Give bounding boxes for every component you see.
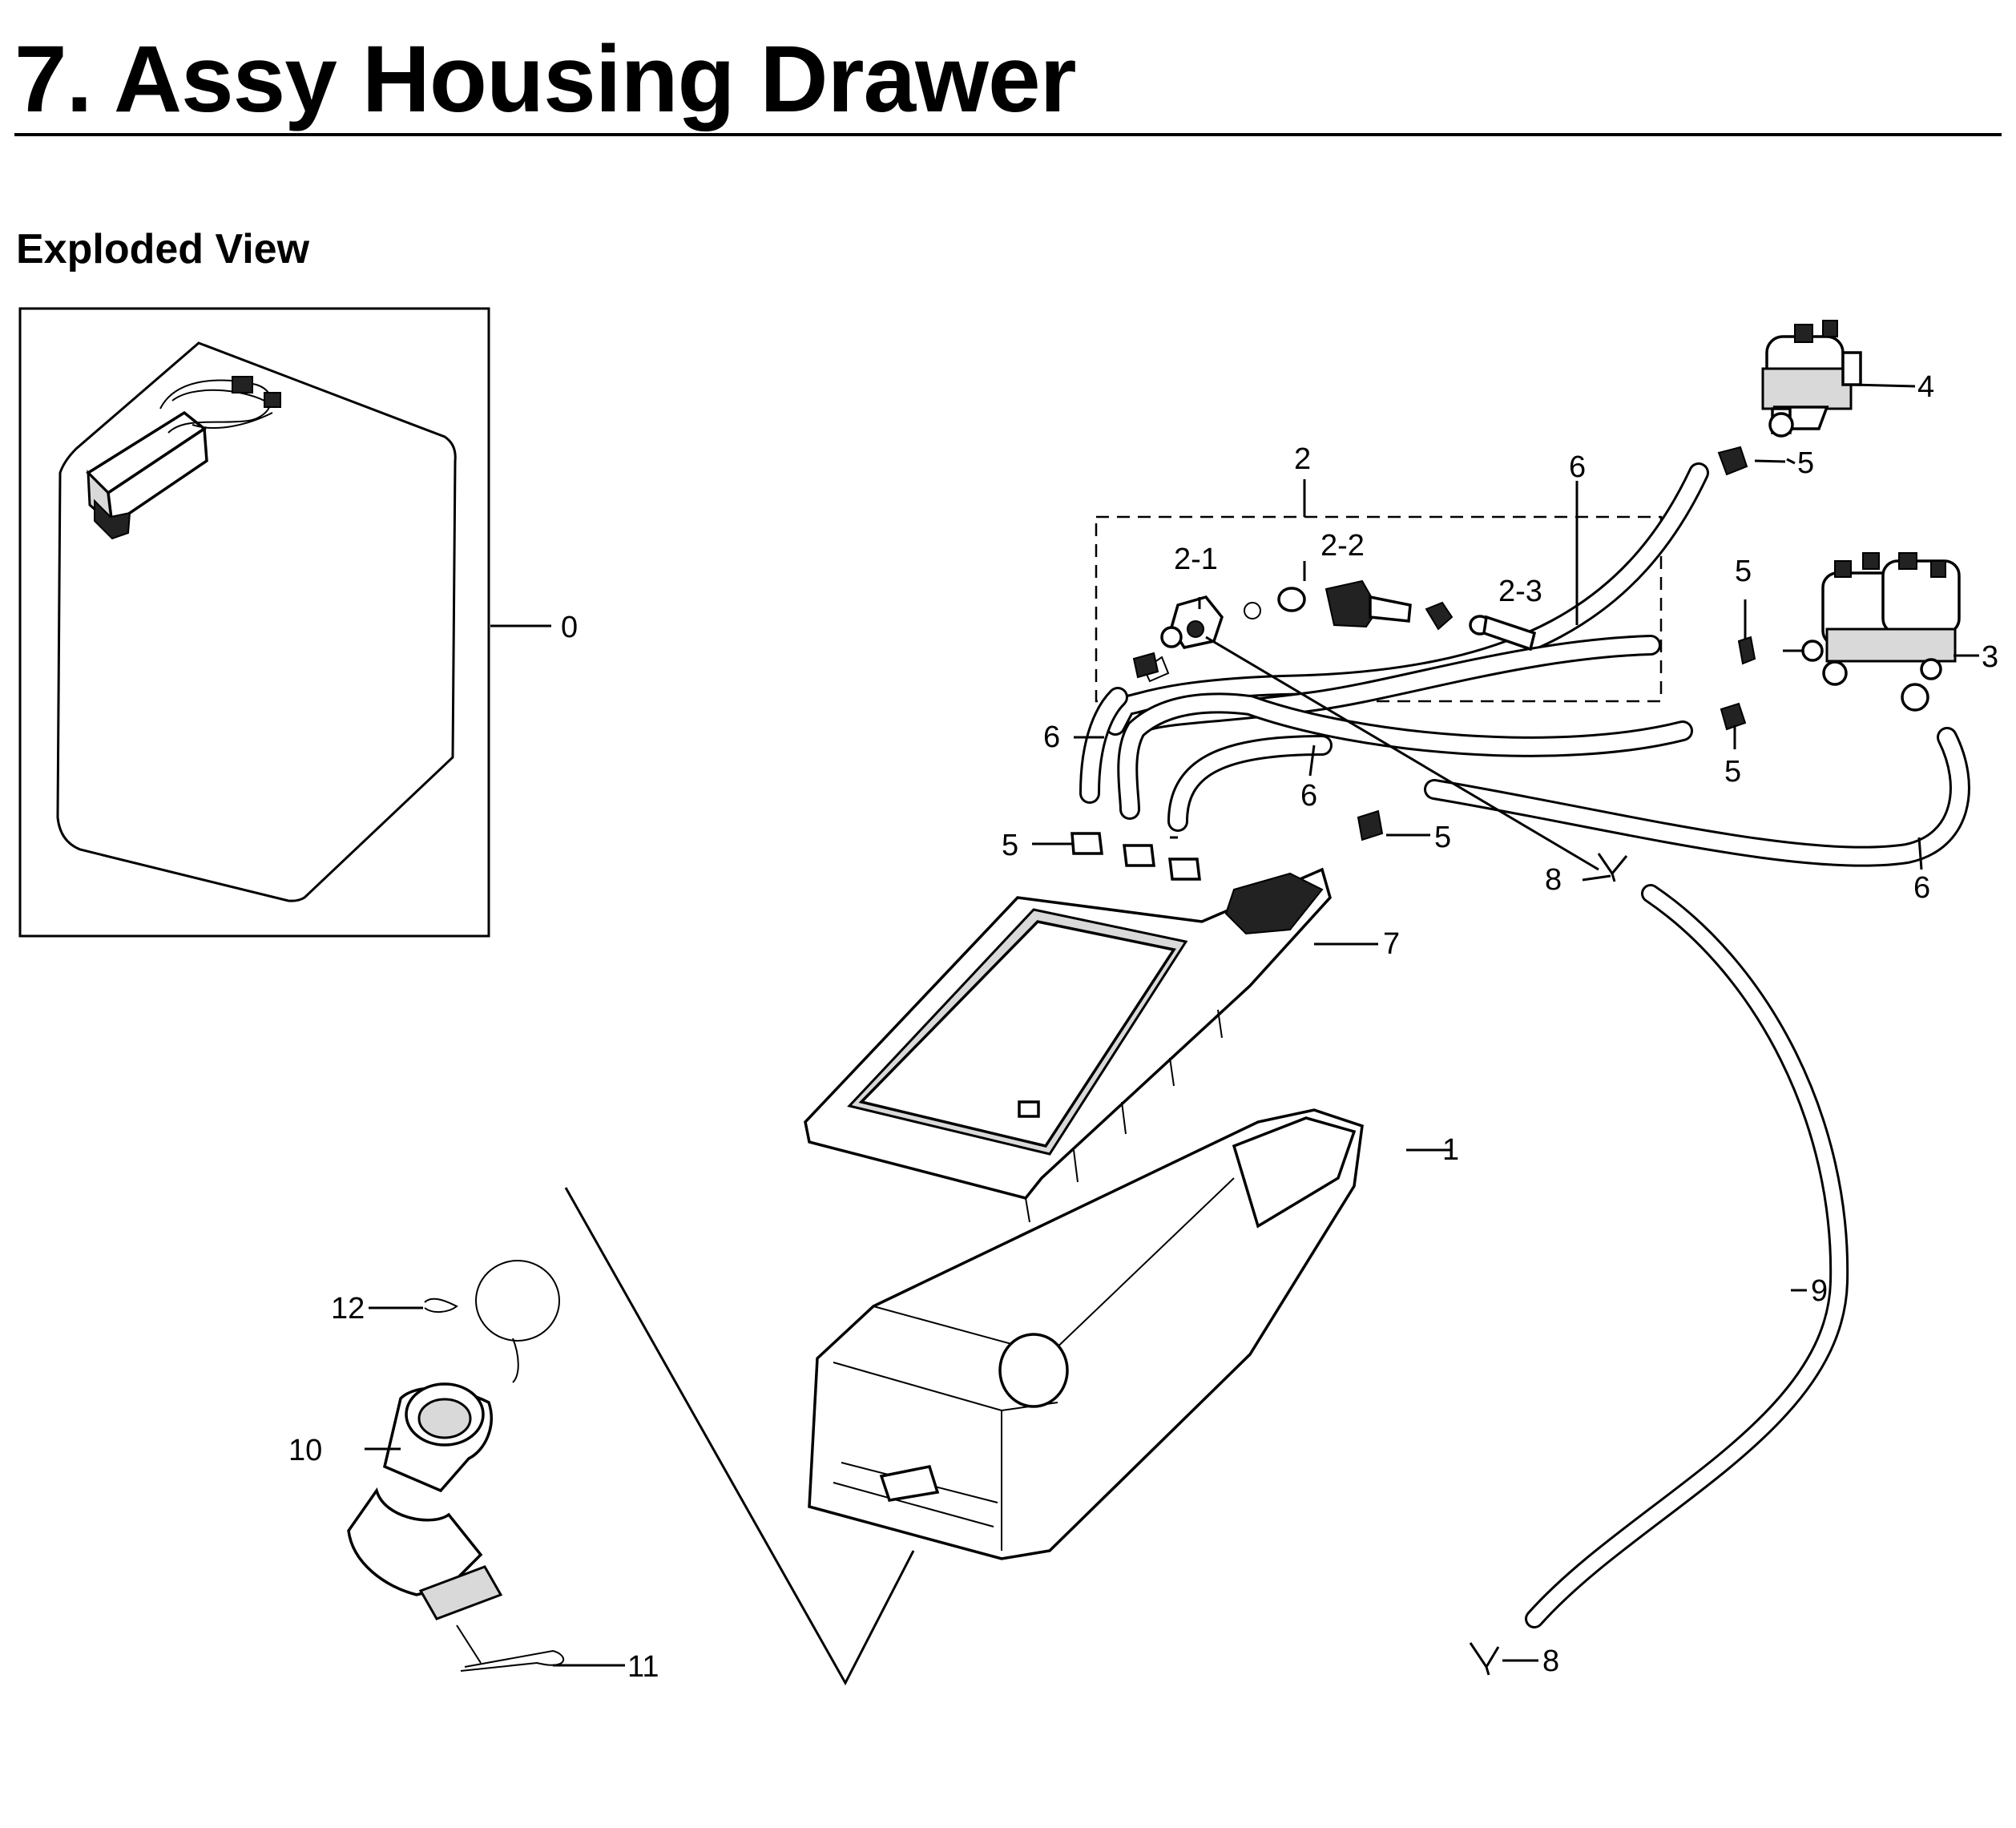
- page-title: 7. Assy Housing Drawer: [14, 26, 1077, 132]
- callout-10: 10: [288, 1434, 322, 1467]
- callout-5-left: 5: [1002, 829, 1018, 862]
- callout-2: 2: [1294, 442, 1311, 476]
- callout-8-top: 8: [1545, 863, 1562, 897]
- subassembly-2-parts: [1132, 579, 1537, 683]
- duct-parts: [347, 1260, 565, 1672]
- callout-5-valve-low: 5: [1724, 755, 1741, 789]
- long-hose-9: [1525, 884, 1849, 1628]
- hoses: [1079, 462, 1970, 867]
- hose-clamps: [1070, 446, 1929, 881]
- callout-5-right: 5: [1434, 821, 1451, 854]
- callout-5-valve-mid: 5: [1735, 555, 1752, 588]
- callout-2-3: 2-3: [1498, 575, 1542, 608]
- callout-6-top: 6: [1569, 450, 1586, 484]
- callout-8-bottom: 8: [1542, 1644, 1559, 1678]
- callout-2-1: 2-1: [1174, 543, 1218, 576]
- callout-1: 1: [1442, 1133, 1459, 1167]
- drawer-pointer-lines: [564, 1187, 915, 1686]
- assembly-drawer-thumbnail: [86, 376, 281, 540]
- callout-6-left: 6: [1043, 720, 1060, 754]
- callout-5-valve-top: 5: [1797, 446, 1814, 480]
- callout-6-right: 6: [1913, 871, 1930, 905]
- callout-0: 0: [561, 611, 578, 644]
- housing-cover: [804, 867, 1332, 1223]
- callout-labels: 0 1 2 2-1 2-2 2-3 3 4 5 5 5 5 5 6 6 6 6 …: [288, 370, 1998, 1684]
- water-valve-double: [1783, 552, 1979, 686]
- drawer-housing: [808, 1108, 1364, 1560]
- subassembly-2-boundary: [1095, 515, 1663, 703]
- section-subtitle: Exploded View: [16, 226, 310, 272]
- callout-12: 12: [331, 1292, 365, 1326]
- callout-leaders: [365, 458, 1923, 1667]
- water-valve-single: [1761, 320, 1916, 438]
- callout-3: 3: [1982, 640, 1998, 674]
- callout-7: 7: [1383, 927, 1400, 961]
- hose-clips: [1469, 853, 1628, 1676]
- callout-6-middle: 6: [1300, 779, 1317, 813]
- callout-11: 11: [627, 1650, 659, 1684]
- callout-4: 4: [1917, 370, 1934, 404]
- callout-9: 9: [1811, 1274, 1828, 1308]
- assembly-overview-inset: [18, 307, 551, 938]
- callout-2-2: 2-2: [1320, 529, 1365, 563]
- title-underline: [14, 133, 2002, 136]
